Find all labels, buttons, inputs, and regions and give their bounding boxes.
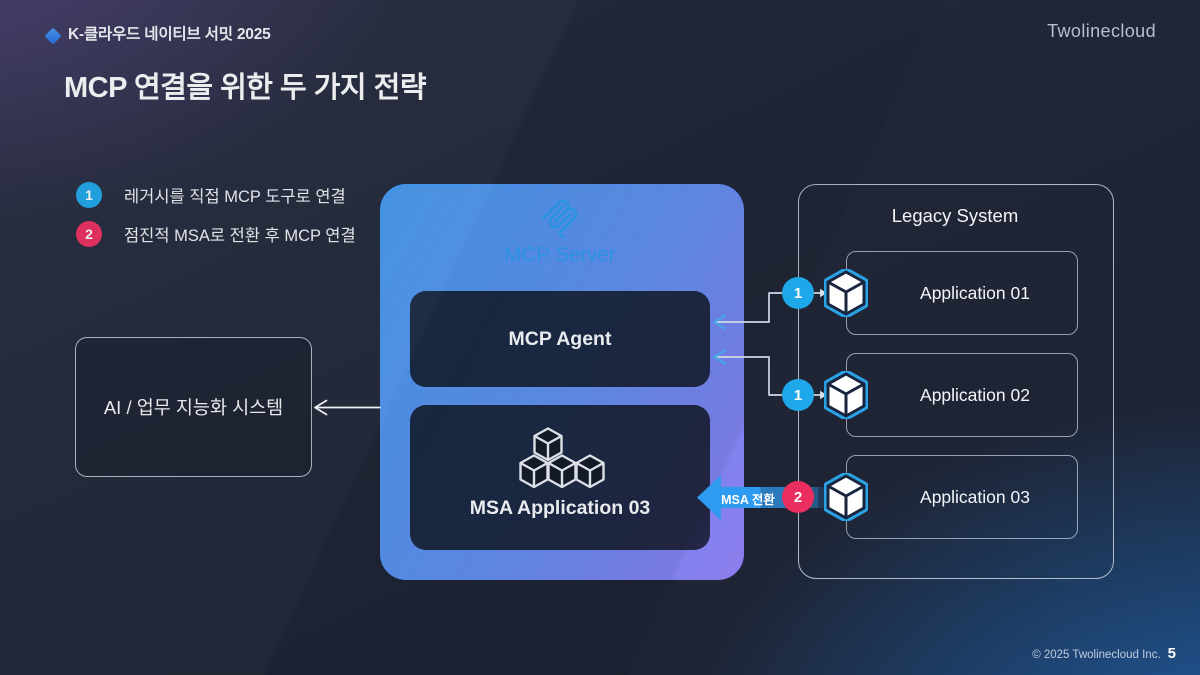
legend-badge-2: 2 bbox=[76, 221, 102, 247]
event-title: K-클라우드 네이티브 서밋 2025 bbox=[68, 26, 271, 43]
page-number: 5 bbox=[1167, 645, 1176, 662]
copyright-text: © 2025 Twolinecloud Inc. bbox=[1032, 649, 1161, 661]
diamond-icon bbox=[44, 27, 62, 45]
ai-system-label: AI / 업무 지능화 시스템 bbox=[103, 397, 284, 418]
ai-system-box: AI / 업무 지능화 시스템 bbox=[75, 337, 312, 477]
application-01-cube-icon bbox=[824, 269, 868, 317]
mcp-server-title: MCP Server bbox=[504, 243, 616, 266]
legend-item-2: 2 점진적 MSA로 전환 후 MCP 연결 bbox=[76, 221, 356, 247]
application-03-badge: 2 bbox=[782, 481, 814, 513]
application-01-label: Application 01 bbox=[920, 282, 1030, 303]
application-02-label: Application 02 bbox=[920, 384, 1030, 405]
msa-arrow-label: MSA 전환 bbox=[721, 493, 775, 507]
legend-badge-1: 1 bbox=[76, 182, 102, 208]
application-02-cube-icon bbox=[824, 371, 868, 419]
application-02-badge: 1 bbox=[782, 379, 814, 411]
application-02-box: Application 02 bbox=[846, 353, 1078, 437]
company-logo: Twolinecloud bbox=[1047, 21, 1156, 41]
application-01-box: Application 01 bbox=[846, 251, 1078, 335]
application-03-cube-icon bbox=[824, 473, 868, 521]
page-title: MCP 연결을 위한 두 가지 전략 bbox=[64, 72, 427, 104]
application-03-label: Application 03 bbox=[920, 486, 1030, 507]
footer: © 2025 Twolinecloud Inc. 5 bbox=[1032, 645, 1176, 662]
legend-item-1: 1 레거시를 직접 MCP 도구로 연결 bbox=[76, 182, 346, 208]
legend-label-2: 점진적 MSA로 전환 후 MCP 연결 bbox=[124, 227, 356, 245]
mcp-logo-icon bbox=[542, 199, 578, 239]
mcp-agent-label: MCP Agent bbox=[508, 327, 612, 350]
application-01-badge: 1 bbox=[782, 277, 814, 309]
ai-arrow bbox=[314, 399, 381, 416]
legacy-system-title: Legacy System bbox=[891, 205, 1019, 226]
application-03-box: Application 03 bbox=[846, 455, 1078, 539]
msa-application-label: MSA Application 03 bbox=[469, 497, 651, 519]
legend-label-1: 레거시를 직접 MCP 도구로 연결 bbox=[124, 188, 346, 206]
mcp-agent-box: MCP Agent bbox=[410, 291, 710, 387]
cubes-stack-icon bbox=[519, 427, 605, 489]
